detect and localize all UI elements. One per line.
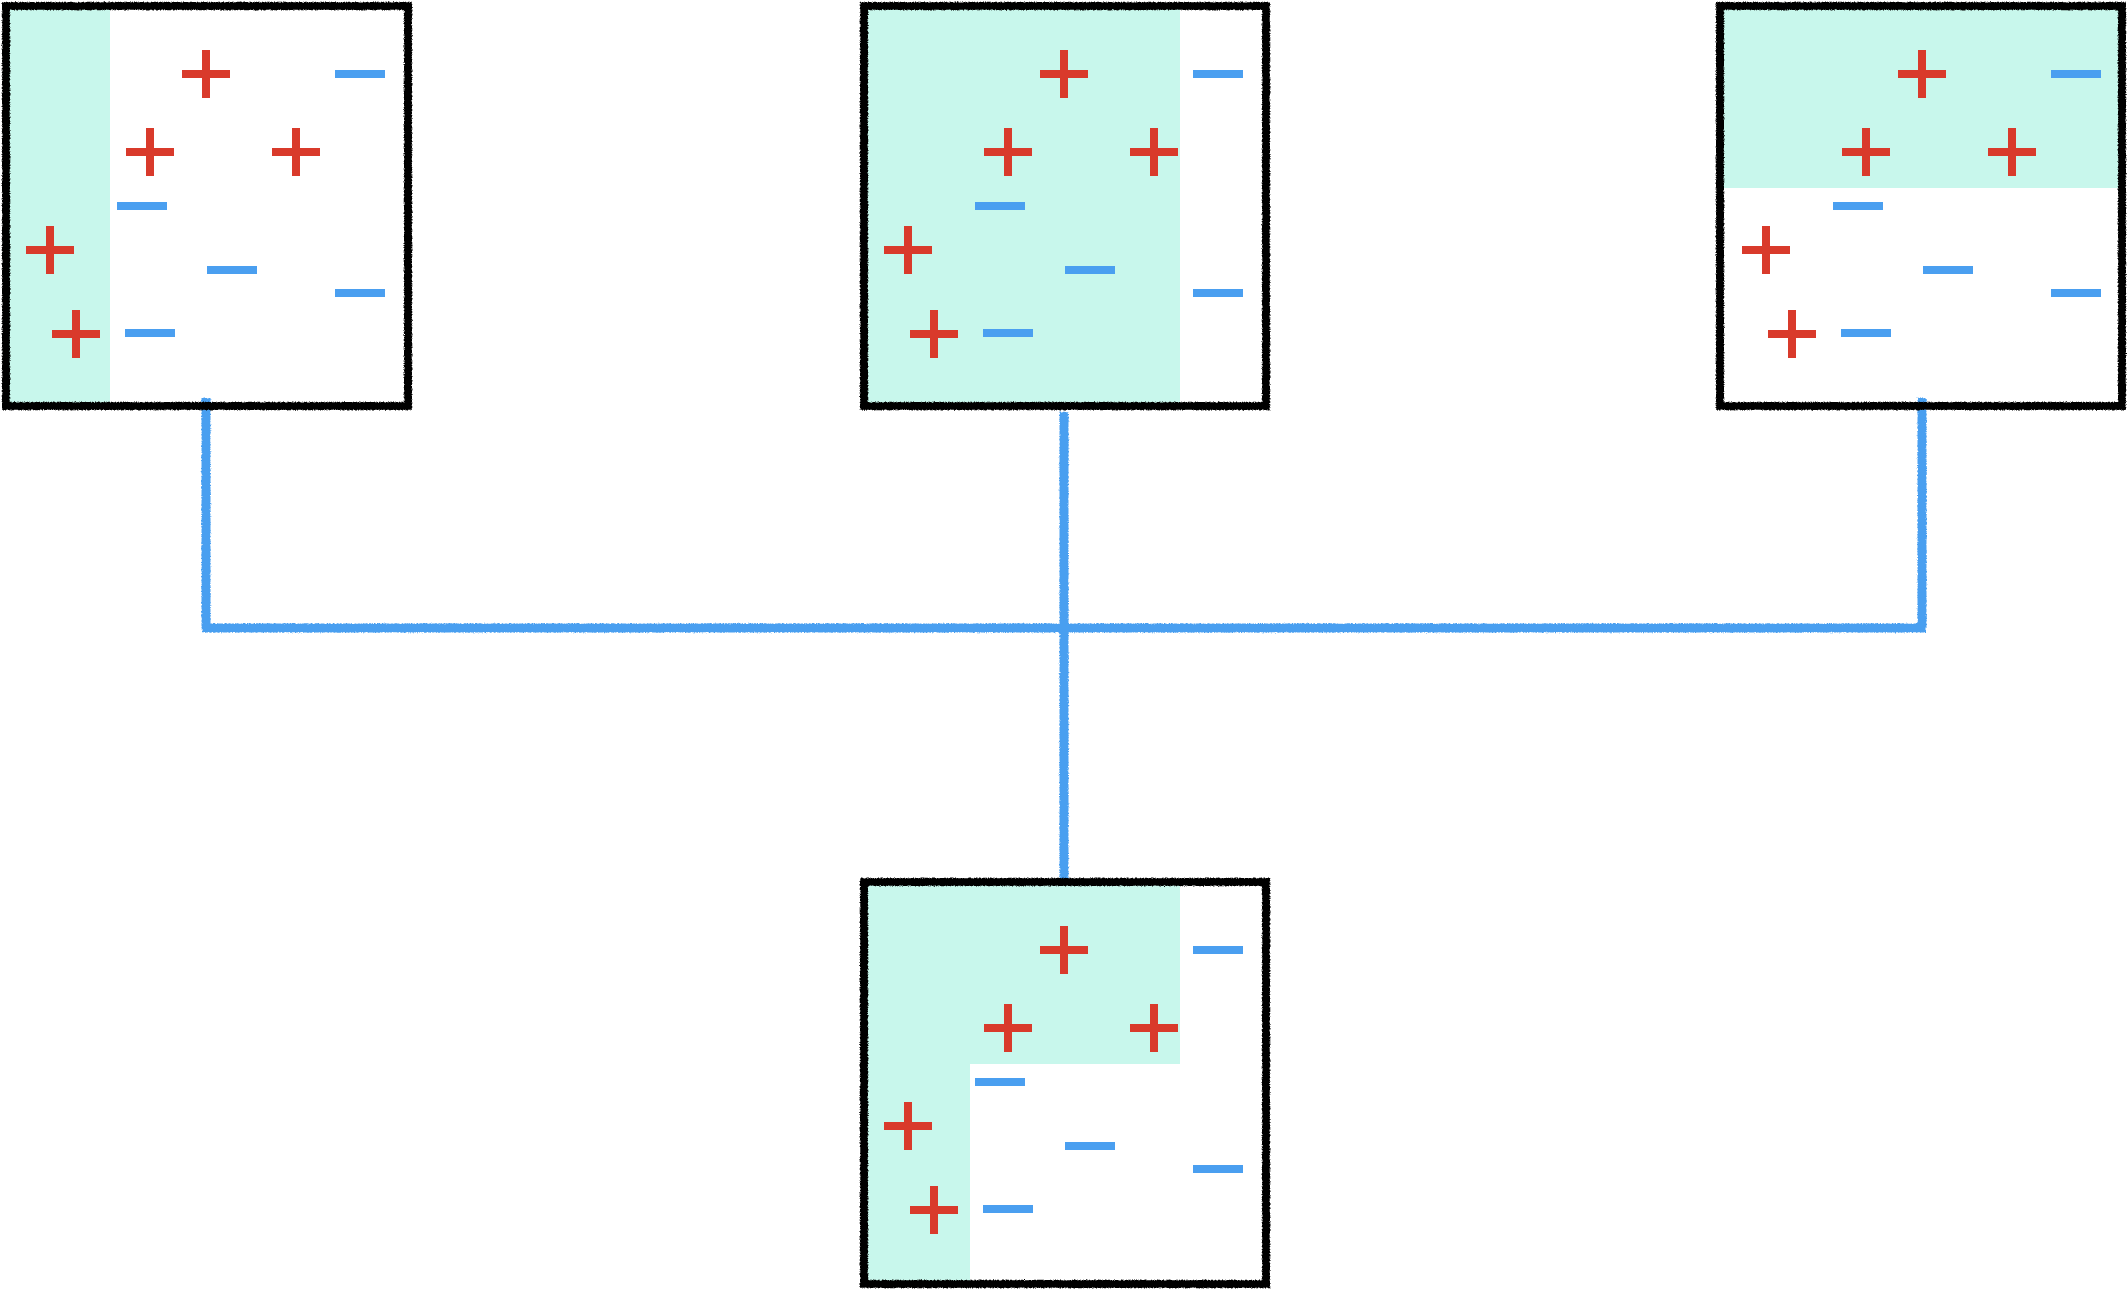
classifier-2-plus-sign-2 <box>984 128 1032 176</box>
panel-border <box>860 878 1270 1288</box>
classifier-2-plus-sign-1 <box>1040 50 1088 98</box>
classifier-2-plus-sign-5 <box>910 310 958 358</box>
panel-border <box>1716 2 2126 410</box>
classifier-2-plus-sign-3 <box>1130 128 1178 176</box>
combined-classifier-plus-sign-5 <box>910 1186 958 1234</box>
classifier-1-minus-sign-4 <box>335 289 385 297</box>
classifier-3-plus-sign-5 <box>1768 310 1816 358</box>
classifier-1-plus-sign-4 <box>26 226 74 274</box>
classifier-1-plus-sign-1 <box>182 50 230 98</box>
combined-classifier-minus-sign-3 <box>1065 1142 1115 1150</box>
classifier-1-plus-sign-3 <box>272 128 320 176</box>
positive-region <box>6 6 110 406</box>
classifier-2-minus-sign-3 <box>1065 266 1115 274</box>
panel-combined-classifier <box>860 878 1270 1288</box>
classifier-3-plus-sign-4 <box>1742 226 1790 274</box>
classifier-2-minus-sign-2 <box>975 202 1025 210</box>
classifier-3-plus-sign-2 <box>1842 128 1890 176</box>
classifier-3-plus-sign-3 <box>1988 128 2036 176</box>
classifier-3-minus-sign-5 <box>1841 329 1891 337</box>
sample-points <box>26 50 2101 1234</box>
classifier-2-minus-sign-1 <box>1193 70 1243 78</box>
combined-classifier-minus-sign-2 <box>975 1078 1025 1086</box>
combined-classifier-minus-sign-4 <box>1193 1165 1243 1173</box>
classifier-1-minus-sign-3 <box>207 266 257 274</box>
panel-classifier-3 <box>1716 2 2126 410</box>
classifier-2-plus-sign-4 <box>884 226 932 274</box>
classifier-2-minus-sign-4 <box>1193 289 1243 297</box>
combined-classifier-plus-sign-2 <box>984 1004 1032 1052</box>
combined-classifier-plus-sign-4 <box>884 1102 932 1150</box>
classifier-1-minus-sign-2 <box>117 202 167 210</box>
positive-region-left <box>864 882 970 1284</box>
classifier-3-minus-sign-2 <box>1833 202 1883 210</box>
combined-classifier-plus-sign-3 <box>1130 1004 1178 1052</box>
combined-classifier-minus-sign-1 <box>1193 946 1243 954</box>
classifier-3-minus-sign-3 <box>1923 266 1973 274</box>
classifier-2-minus-sign-5 <box>983 329 1033 337</box>
classifier-1-minus-sign-5 <box>125 329 175 337</box>
panel-classifier-1 <box>2 2 412 410</box>
classifier-3-plus-sign-1 <box>1898 50 1946 98</box>
combined-classifier-plus-sign-1 <box>1040 926 1088 974</box>
classifier-1-minus-sign-1 <box>335 70 385 78</box>
classifier-3-minus-sign-4 <box>2051 289 2101 297</box>
positive-region-top <box>970 882 1180 1064</box>
classifier-1-plus-sign-5 <box>52 310 100 358</box>
panel-border <box>2 2 412 410</box>
classifier-1-plus-sign-2 <box>126 128 174 176</box>
panel-border <box>860 2 1270 410</box>
connector-tree <box>201 398 1927 882</box>
combined-classifier-minus-sign-5 <box>983 1205 1033 1213</box>
classifier-3-minus-sign-1 <box>2051 70 2101 78</box>
